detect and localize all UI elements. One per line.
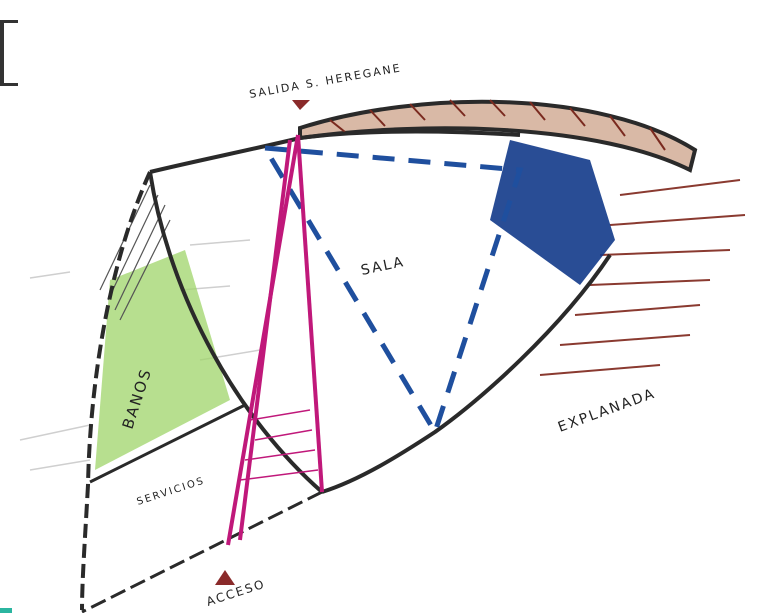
bottom-edge xyxy=(81,490,323,613)
left-hatching xyxy=(99,184,171,321)
right-curve xyxy=(321,253,612,494)
corner-bracket-mark xyxy=(0,20,18,86)
inner-curve xyxy=(148,171,324,494)
acceso-marker xyxy=(215,570,235,585)
sala-triangle xyxy=(260,145,524,439)
magenta-circulation xyxy=(226,134,324,546)
servicios-boundary xyxy=(89,403,246,484)
explanada-hatching xyxy=(539,179,746,376)
left-edge xyxy=(80,171,152,611)
label-acceso: ACCESO xyxy=(205,577,268,609)
label-sala: SALA xyxy=(360,254,407,279)
stage-block xyxy=(490,140,615,285)
roof-band xyxy=(298,99,698,173)
banos-area xyxy=(95,250,230,470)
magenta-hatching xyxy=(239,409,319,481)
teal-corner-mark xyxy=(0,608,12,613)
top-marker xyxy=(292,100,310,110)
label-top: SALIDA S. HEREGANE xyxy=(248,61,402,101)
roof-hatching xyxy=(329,99,666,151)
label-explanada: EXPLANADA xyxy=(556,386,658,436)
label-servicios: SERVICIOS xyxy=(136,475,207,507)
